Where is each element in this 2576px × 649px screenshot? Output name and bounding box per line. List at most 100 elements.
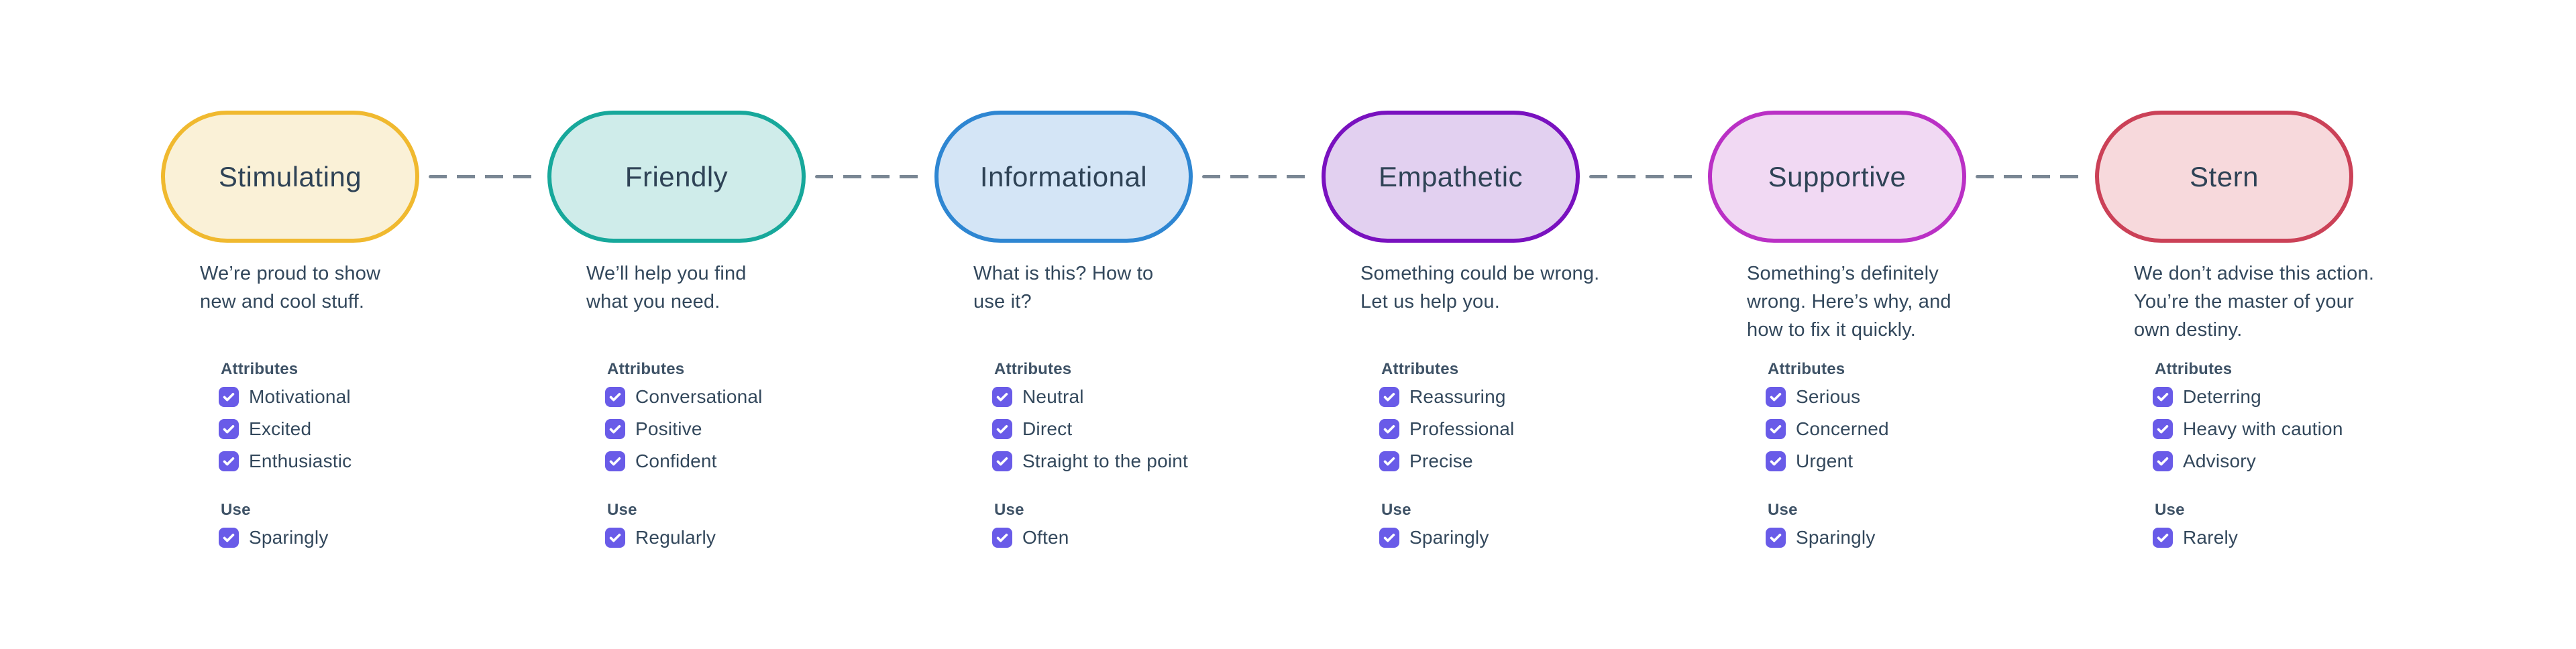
attributes-header: Attributes bbox=[2155, 360, 2233, 378]
attribute-row: Serious bbox=[1766, 386, 1860, 407]
attribute-checkbox[interactable] bbox=[2153, 451, 2173, 471]
checkbox-label: Often bbox=[1022, 527, 1069, 548]
tone-pill-label: Informational bbox=[979, 160, 1148, 192]
tone-pill-empathetic: Empathetic bbox=[1322, 111, 1580, 243]
use-header: Use bbox=[221, 501, 251, 519]
attribute-checkbox[interactable] bbox=[992, 387, 1012, 407]
attribute-checkbox[interactable] bbox=[1766, 451, 1786, 471]
attribute-checkbox[interactable] bbox=[219, 451, 239, 471]
tone-description: What is this? How to use it? bbox=[973, 263, 1154, 312]
dashed-connector bbox=[1202, 175, 1312, 178]
tone-pill-label: Supportive bbox=[1768, 160, 1907, 192]
checkbox-label: Excited bbox=[249, 418, 312, 439]
tone-description: We don’t advise this action. You’re the … bbox=[2134, 263, 2375, 341]
checkmark-icon bbox=[2157, 425, 2169, 434]
attribute-checkbox[interactable] bbox=[605, 528, 625, 548]
checkmark-icon bbox=[609, 425, 621, 434]
dashed-connector bbox=[815, 175, 925, 178]
checkmark-icon bbox=[1383, 534, 1395, 542]
attribute-checkbox[interactable] bbox=[1379, 451, 1399, 471]
attribute-row: Motivational bbox=[219, 386, 351, 407]
checkbox-label: Reassuring bbox=[1409, 386, 1506, 407]
tone-pill-label: Empathetic bbox=[1378, 160, 1523, 192]
use-header: Use bbox=[1381, 501, 1411, 519]
use-row: Regularly bbox=[605, 527, 716, 548]
attribute-checkbox[interactable] bbox=[2153, 387, 2173, 407]
checkbox-label: Regularly bbox=[635, 527, 716, 548]
attribute-checkbox[interactable] bbox=[1379, 419, 1399, 439]
use-header: Use bbox=[1768, 501, 1798, 519]
dashed-connector bbox=[1976, 175, 2086, 178]
tone-pill-supportive: Supportive bbox=[1708, 111, 1966, 243]
checkmark-icon bbox=[1770, 425, 1782, 434]
checkmark-icon bbox=[2157, 457, 2169, 466]
attribute-row: Direct bbox=[992, 418, 1072, 439]
checkmark-icon bbox=[1770, 534, 1782, 542]
checkbox-label: Positive bbox=[635, 418, 702, 439]
attribute-checkbox[interactable] bbox=[219, 419, 239, 439]
attribute-checkbox[interactable] bbox=[1766, 528, 1786, 548]
attributes-header: Attributes bbox=[994, 360, 1072, 378]
checkmark-icon bbox=[1770, 457, 1782, 466]
tone-description: We’ll help you find what you need. bbox=[586, 263, 747, 312]
use-header: Use bbox=[994, 501, 1024, 519]
attribute-checkbox[interactable] bbox=[1766, 387, 1786, 407]
use-row: Often bbox=[992, 527, 1069, 548]
attribute-checkbox[interactable] bbox=[219, 528, 239, 548]
checkbox-label: Sparingly bbox=[1796, 527, 1876, 548]
checkmark-icon bbox=[609, 534, 621, 542]
checkmark-icon bbox=[223, 425, 235, 434]
checkmark-icon bbox=[996, 425, 1008, 434]
checkmark-icon bbox=[1770, 393, 1782, 402]
attributes-header: Attributes bbox=[221, 360, 299, 378]
attribute-row: Concerned bbox=[1766, 418, 1889, 439]
checkbox-label: Sparingly bbox=[1409, 527, 1489, 548]
tone-pill-label: Friendly bbox=[625, 160, 729, 192]
attribute-checkbox[interactable] bbox=[2153, 528, 2173, 548]
attribute-checkbox[interactable] bbox=[1766, 419, 1786, 439]
attribute-row: Advisory bbox=[2153, 451, 2256, 471]
attribute-row: Neutral bbox=[992, 386, 1084, 407]
checkmark-icon bbox=[609, 393, 621, 402]
attribute-checkbox[interactable] bbox=[992, 528, 1012, 548]
attribute-row: Deterring bbox=[2153, 386, 2261, 407]
attribute-checkbox[interactable] bbox=[1379, 387, 1399, 407]
checkbox-label: Confident bbox=[635, 451, 717, 471]
attribute-row: Heavy with caution bbox=[2153, 418, 2343, 439]
attribute-checkbox[interactable] bbox=[605, 451, 625, 471]
checkbox-label: Concerned bbox=[1796, 418, 1889, 439]
checkmark-icon bbox=[1383, 425, 1395, 434]
attribute-checkbox[interactable] bbox=[2153, 419, 2173, 439]
checkmark-icon bbox=[1383, 457, 1395, 466]
checkbox-label: Professional bbox=[1409, 418, 1515, 439]
checkmark-icon bbox=[609, 457, 621, 466]
attribute-checkbox[interactable] bbox=[992, 419, 1012, 439]
attribute-checkbox[interactable] bbox=[219, 387, 239, 407]
tone-pill-stimulating: Stimulating bbox=[161, 111, 419, 243]
checkbox-label: Precise bbox=[1409, 451, 1473, 471]
checkmark-icon bbox=[223, 393, 235, 402]
tone-description: Something’s definitely wrong. Here’s why… bbox=[1747, 263, 1951, 341]
tone-pill-stern: Stern bbox=[2095, 111, 2353, 243]
checkmark-icon bbox=[996, 457, 1008, 466]
attribute-checkbox[interactable] bbox=[605, 387, 625, 407]
checkbox-label: Motivational bbox=[249, 386, 351, 407]
checkmark-icon bbox=[2157, 534, 2169, 542]
attribute-checkbox[interactable] bbox=[605, 419, 625, 439]
attribute-checkbox[interactable] bbox=[992, 451, 1012, 471]
attributes-header: Attributes bbox=[607, 360, 685, 378]
tone-description: We’re proud to show new and cool stuff. bbox=[200, 263, 381, 312]
checkmark-icon bbox=[223, 457, 235, 466]
tone-description: Something could be wrong. Let us help yo… bbox=[1360, 263, 1600, 312]
checkbox-label: Urgent bbox=[1796, 451, 1854, 471]
checkbox-label: Advisory bbox=[2183, 451, 2256, 471]
checkbox-label: Conversational bbox=[635, 386, 763, 407]
attribute-checkbox[interactable] bbox=[1379, 528, 1399, 548]
checkmark-icon bbox=[996, 393, 1008, 402]
attributes-header: Attributes bbox=[1381, 360, 1459, 378]
